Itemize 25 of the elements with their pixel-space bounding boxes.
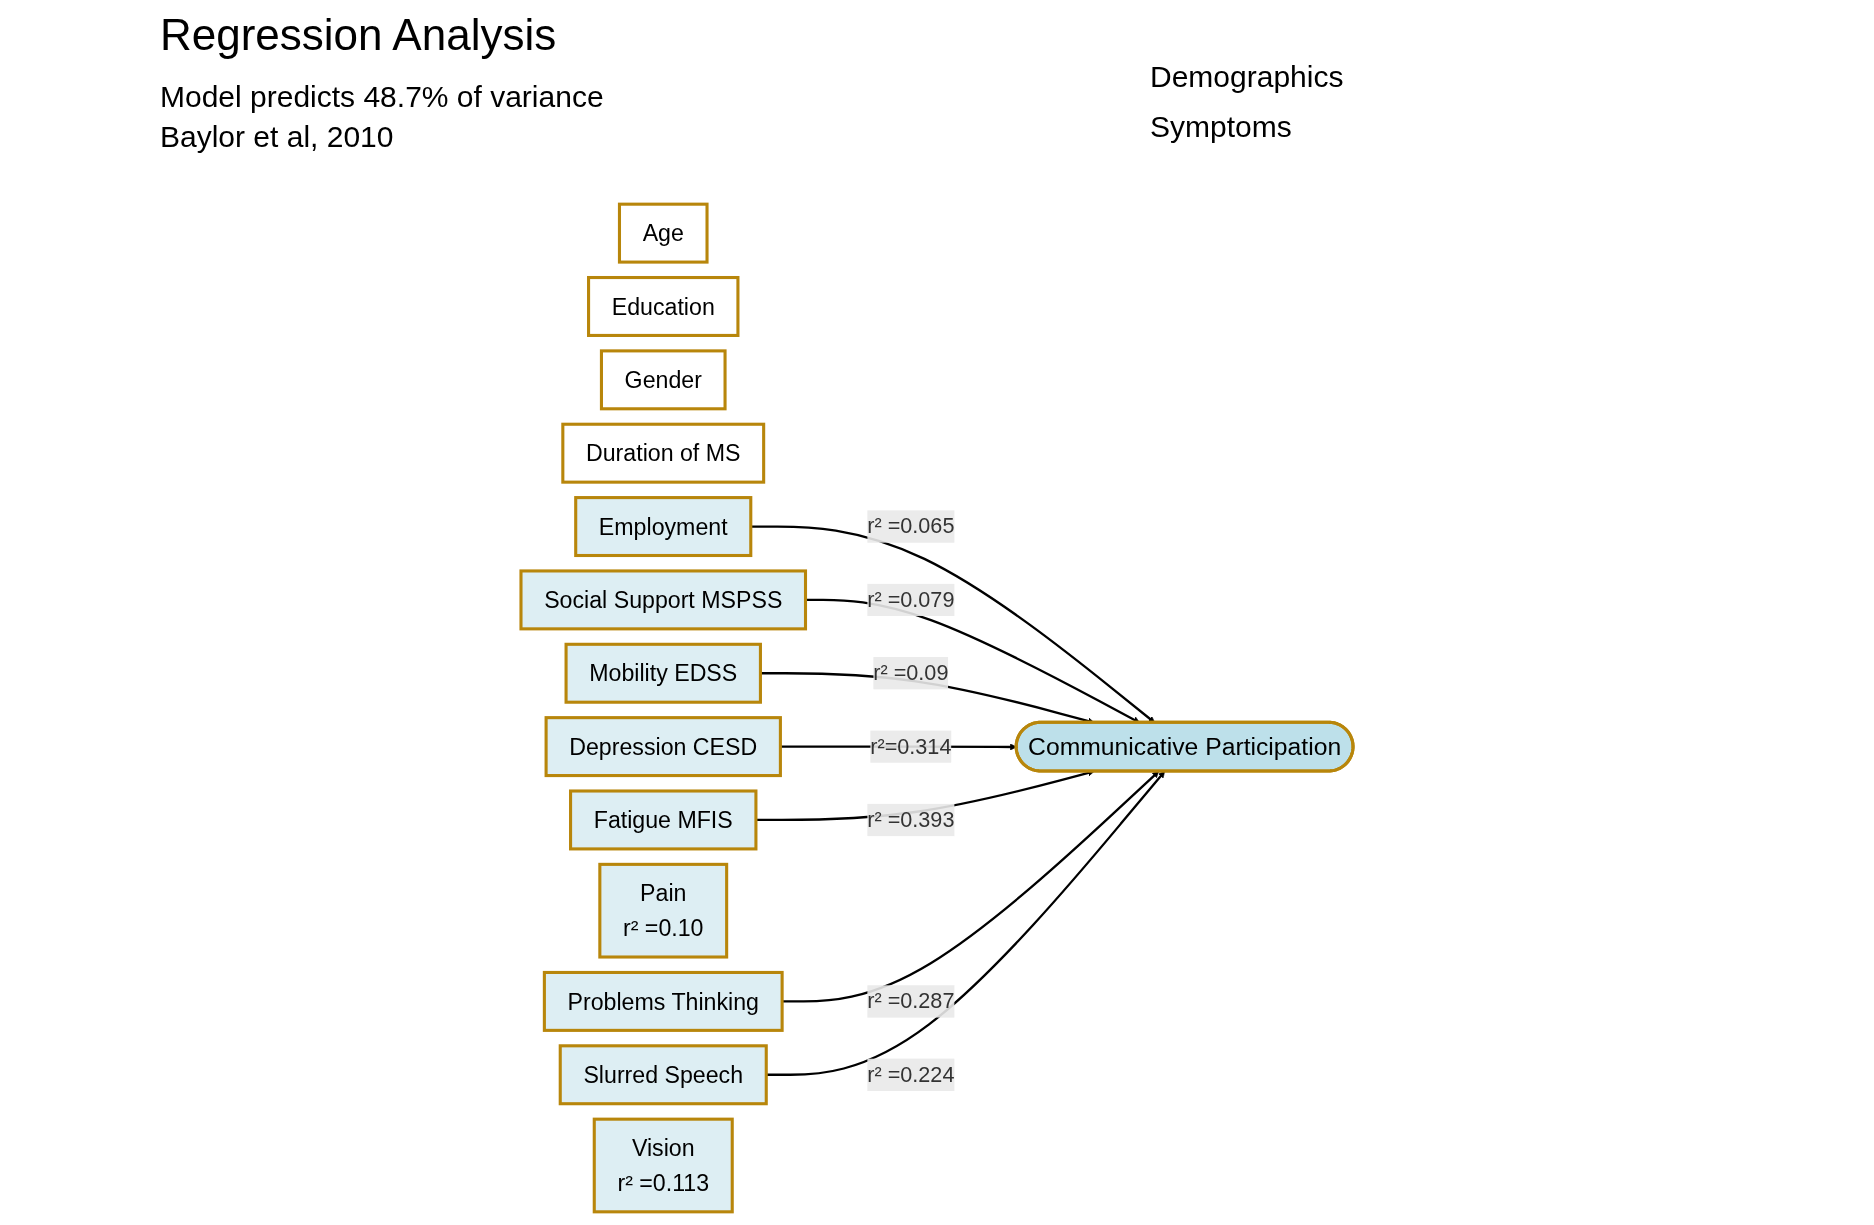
group-label: Demographics xyxy=(1150,60,1344,94)
node-box: Employment xyxy=(574,495,753,557)
node-box: Vision r² =0.113 xyxy=(592,1117,734,1213)
edge-label: r² =0.079 xyxy=(867,587,955,611)
node-box: Social Support MSPSS xyxy=(519,568,808,630)
edge-label: r² =0.224 xyxy=(867,1061,955,1086)
node-box: Duration of MS xyxy=(561,422,766,484)
node-box: Fatigue MFIS xyxy=(569,788,758,850)
title: Regression Analysis xyxy=(160,10,557,60)
edge-label: r² =0.287 xyxy=(867,988,955,1013)
edge-label: r² =0.393 xyxy=(867,807,955,832)
edge-label: r² =0.065 xyxy=(867,513,955,538)
note-text: Model predicts 48.7% of variance xyxy=(160,80,604,114)
node-box: Gender xyxy=(599,348,727,410)
node-box: Depression CESD xyxy=(544,715,782,777)
edge-label: r² =0.09 xyxy=(873,660,949,685)
node-box: Slurred Speech xyxy=(558,1043,768,1105)
node-box: Education xyxy=(587,275,740,337)
node-box: Problems Thinking xyxy=(542,970,784,1032)
note-text: Baylor et al, 2010 xyxy=(160,120,394,154)
node-box: Mobility EDSS xyxy=(564,642,762,704)
edge-label: r²=0.314 xyxy=(870,733,952,758)
node-box: Pain r² =0.10 xyxy=(598,862,729,959)
node-box: Age xyxy=(617,202,709,264)
group-label: Symptoms xyxy=(1150,110,1292,144)
